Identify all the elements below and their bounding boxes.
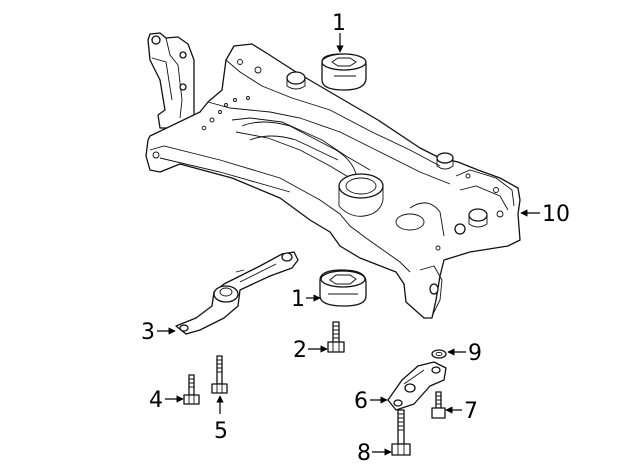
bolt-7 (431, 391, 446, 419)
bushing-lower (319, 269, 367, 307)
torque-rod-mount (175, 251, 299, 335)
bracket-6 (387, 361, 447, 411)
callout-4: 4 (149, 388, 163, 413)
bushing-upper (321, 53, 367, 91)
bolt-2 (327, 321, 345, 353)
callout-8: 8 (357, 441, 371, 466)
bolt-5 (211, 355, 228, 394)
callout-10: 10 (542, 202, 570, 227)
callout-3: 3 (141, 320, 155, 345)
callout-labels: 1 1 2 3 4 5 6 7 8 9 10 (141, 11, 570, 466)
bolt-4 (183, 374, 200, 405)
callout-6: 6 (354, 389, 368, 414)
subframe-crossmember (145, 32, 521, 319)
callout-5: 5 (214, 419, 228, 444)
callout-1-lower: 1 (291, 287, 305, 312)
bolt-8 (391, 409, 411, 456)
callout-7: 7 (464, 399, 478, 424)
washer-9 (431, 349, 447, 359)
callout-9: 9 (468, 341, 482, 366)
callout-1-upper: 1 (332, 11, 346, 36)
callout-2: 2 (293, 338, 307, 363)
callout-pointers (157, 33, 540, 456)
